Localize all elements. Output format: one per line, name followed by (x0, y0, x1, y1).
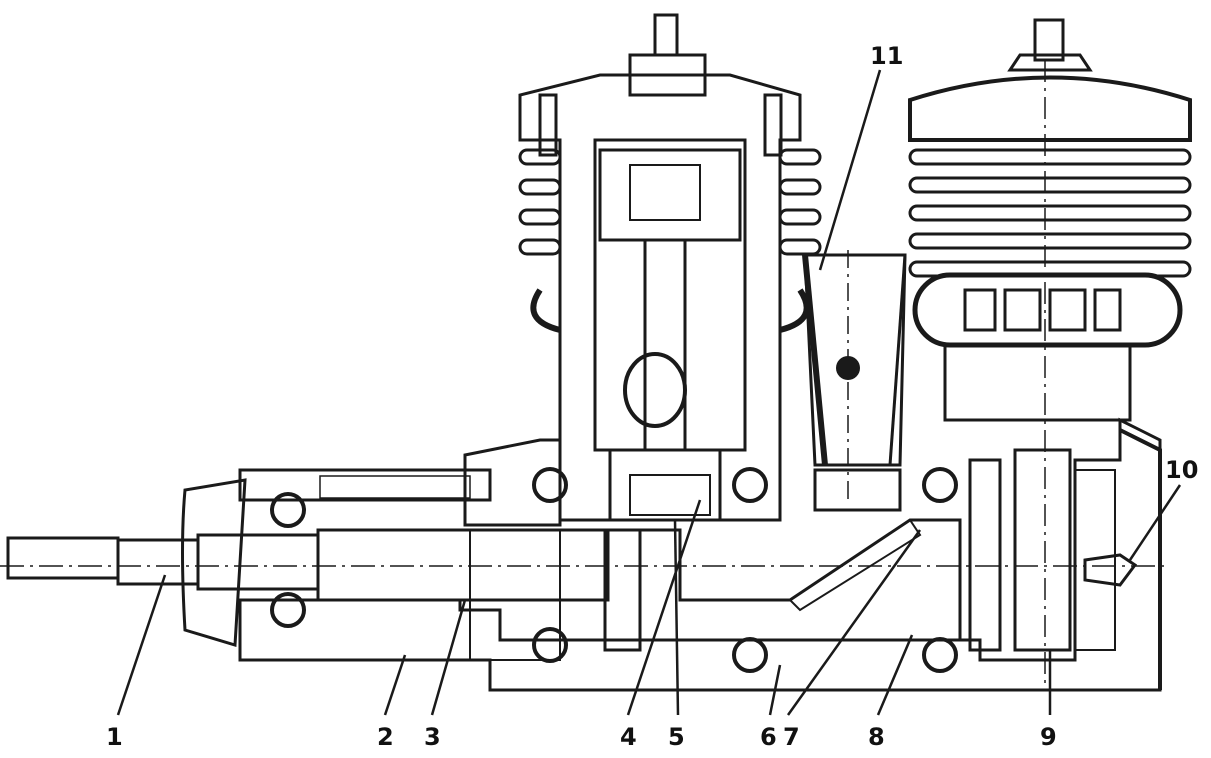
label-1: 1 (106, 723, 123, 751)
left-cylinder-section (518, 13, 822, 522)
ball-bearings (270, 467, 958, 673)
leader-lines (116, 69, 1182, 716)
label-4: 4 (620, 723, 637, 751)
crankshaft (6, 518, 962, 652)
label-5: 5 (668, 723, 685, 751)
rear-cover (968, 448, 1138, 652)
label-3: 3 (424, 723, 441, 751)
label-2: 2 (377, 723, 394, 751)
crankcase-housing (238, 417, 1162, 692)
label-8: 8 (868, 723, 885, 751)
prop-nut (181, 478, 247, 647)
label-7: 7 (783, 723, 800, 751)
right-cylinder-exterior (908, 18, 1192, 690)
label-10: 10 (1165, 456, 1198, 484)
label-6: 6 (760, 723, 777, 751)
label-9: 9 (1040, 723, 1057, 751)
intake-venturi (802, 250, 907, 512)
label-11: 11 (870, 42, 903, 70)
part-labels: 1 2 3 4 5 6 7 8 9 10 11 (106, 42, 1198, 751)
